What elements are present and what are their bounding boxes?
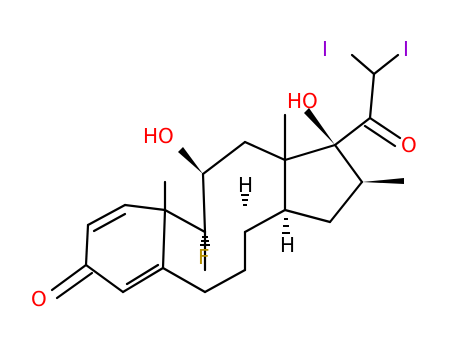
hydroxyl-label-c11: HO (143, 124, 174, 148)
c8-h-hash (241, 194, 249, 206)
c14-h-hash (282, 218, 290, 234)
iodine-label-left: I (322, 37, 328, 61)
ring-c (201, 140, 287, 234)
ring-b (161, 208, 247, 294)
ring-a (84, 203, 167, 294)
fluorine-label: F (198, 245, 210, 269)
carbonyl-oxygen-label-c3: O (31, 287, 47, 311)
side-chain (333, 53, 402, 148)
carbonyl-oxygen-label-c20: O (401, 133, 417, 157)
c9-f-hash (200, 236, 210, 246)
iodine-label-right: I (403, 37, 409, 61)
hydrogen-label-c14: H (280, 233, 295, 257)
ring-d (283, 143, 364, 224)
c17-oh-wedge (304, 108, 335, 145)
hydrogen-label-c8: H (238, 173, 253, 197)
c3-carbonyl (50, 263, 94, 300)
c16-methyl-wedge (362, 178, 404, 184)
c11-oh-wedge (178, 147, 203, 174)
hydroxyl-label-c17: HO (287, 89, 318, 113)
